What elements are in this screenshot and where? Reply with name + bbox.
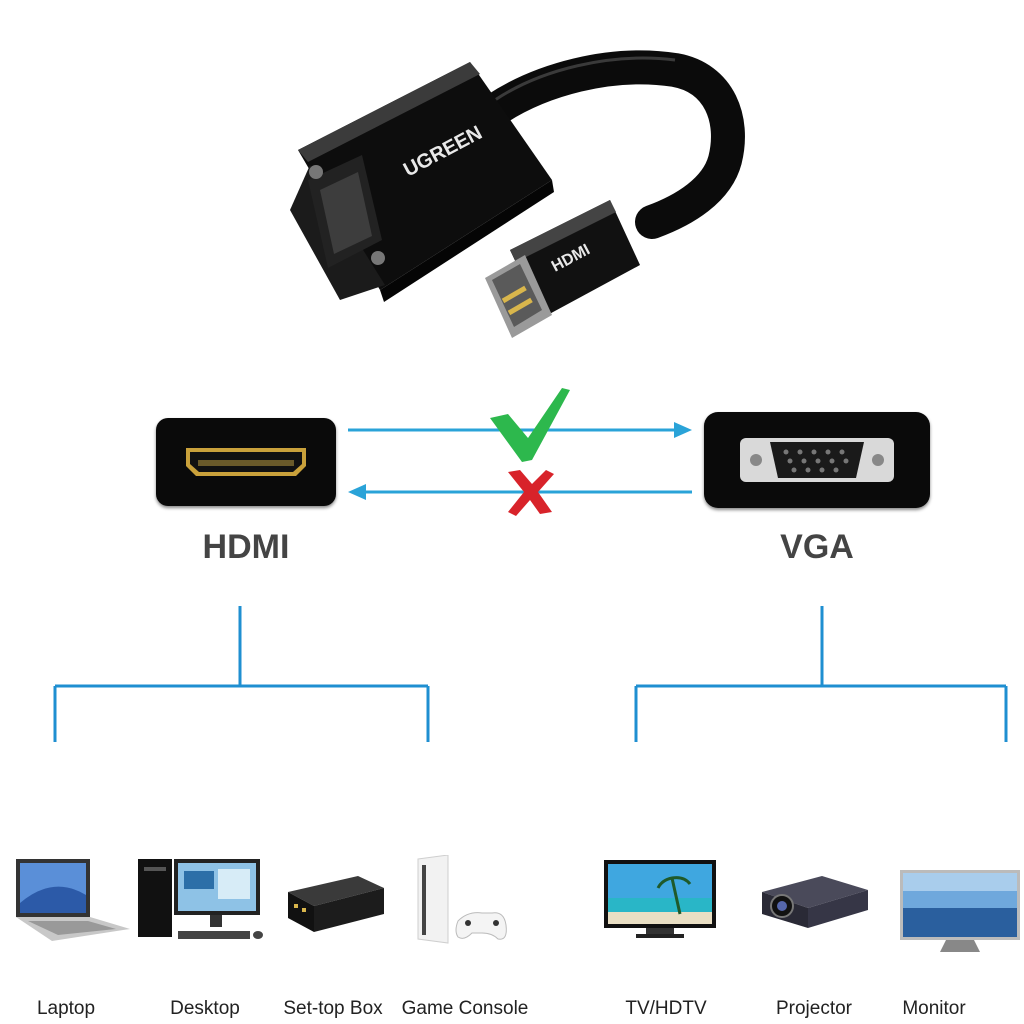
vga-port-box	[704, 412, 930, 508]
device-label-projector: Projector	[775, 998, 853, 1019]
device-tree	[53, 606, 1008, 742]
adapter-body	[290, 62, 554, 302]
tv-icon	[604, 860, 716, 938]
vga-label: VGA	[780, 528, 854, 566]
hdmi-port-icon	[186, 448, 306, 476]
projector-icon	[762, 876, 868, 928]
device-label-desktop: Desktop	[170, 998, 240, 1019]
set-top-box-icon	[288, 876, 384, 932]
monitor-icon	[900, 870, 1020, 952]
device-label-monitor: Monitor	[902, 998, 966, 1019]
device-label-laptop: Laptop	[36, 998, 96, 1019]
check-icon	[490, 388, 570, 462]
hdmi-label: HDMI	[202, 528, 290, 566]
cross-icon	[508, 470, 554, 516]
vga-port-icon	[740, 438, 894, 482]
adapter-product-image: UGREEN HDMI	[290, 50, 745, 338]
device-label-tv: TV/HDTV	[625, 998, 707, 1019]
laptop-icon	[16, 859, 130, 941]
direction-arrows	[348, 388, 692, 516]
device-label-set-top-box: Set-top Box	[283, 998, 383, 1019]
device-label-game-console: Game Console	[401, 998, 529, 1019]
hdmi-plug	[485, 200, 640, 338]
desktop-icon	[138, 859, 263, 939]
hdmi-port-box	[156, 418, 336, 506]
game-console-icon	[417, 855, 507, 944]
